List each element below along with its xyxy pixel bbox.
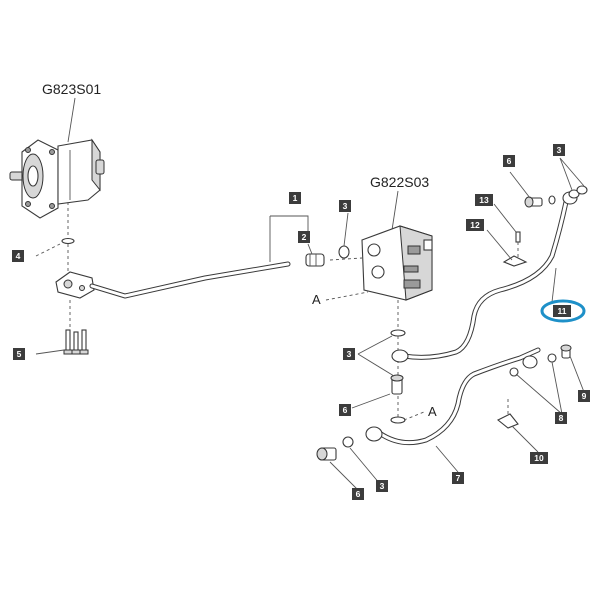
svg-text:6: 6: [356, 489, 361, 499]
pump-o-ring: [61, 237, 75, 245]
svg-text:3: 3: [557, 145, 562, 155]
svg-text:9: 9: [582, 391, 587, 401]
callout-13[interactable]: 13: [475, 194, 493, 206]
callout-7[interactable]: 7: [452, 472, 464, 484]
callout-9[interactable]: 9: [578, 390, 590, 402]
pressure-pipe-lower-fitting: [391, 349, 409, 363]
callout-12[interactable]: 12: [466, 219, 484, 231]
callout-3-valve-outlet[interactable]: 3: [343, 348, 355, 360]
svg-text:3: 3: [347, 349, 352, 359]
svg-text:6: 6: [343, 405, 348, 415]
item1-bracket: [269, 215, 309, 262]
valve-inlet-o-ring: [338, 245, 350, 259]
svg-text:7: 7: [456, 473, 461, 483]
lower-o-ring: [390, 416, 406, 424]
coupling-nut: [305, 253, 325, 267]
hydraulic-pump: [9, 138, 105, 219]
return-pipe-lower-fitting: [365, 426, 383, 442]
svg-text:4: 4: [16, 251, 21, 261]
callout-11[interactable]: 11: [553, 305, 571, 317]
svg-text:10: 10: [534, 453, 544, 463]
callout-4[interactable]: 4: [12, 250, 24, 262]
pipe-bracket: [496, 413, 519, 429]
svg-text:8: 8: [559, 413, 564, 423]
pump-port: [95, 159, 105, 175]
banjo-bolt-lower: [316, 447, 337, 461]
clamp-bolt: [515, 231, 521, 243]
svg-text:12: 12: [470, 220, 480, 230]
svg-text:3: 3: [380, 481, 385, 491]
callout-3-top-right[interactable]: 3: [553, 144, 565, 156]
callout-6-middle[interactable]: 6: [339, 404, 351, 416]
callout-8[interactable]: 8: [555, 412, 567, 424]
callout-3-lower[interactable]: 3: [376, 480, 388, 492]
valve-outlet-o-ring: [390, 329, 406, 337]
banjo-bolt-middle: [390, 374, 404, 395]
callout-5[interactable]: 5: [13, 348, 25, 360]
callout-6-lower[interactable]: 6: [352, 488, 364, 500]
callout-3-valve-inlet[interactable]: 3: [339, 200, 351, 212]
callout-1[interactable]: 1: [289, 192, 301, 204]
connection-marker-a-valve: A: [312, 292, 321, 307]
banjo-bolt-top: [524, 195, 556, 208]
connection-marker-a-pipe: A: [428, 404, 437, 419]
svg-text:5: 5: [17, 349, 22, 359]
control-valve: [361, 225, 433, 301]
svg-text:3: 3: [343, 201, 348, 211]
return-pipe: [375, 347, 541, 446]
callout-11-highlight-ring: [540, 299, 586, 323]
return-pipe-upper-fitting: [522, 355, 538, 369]
svg-text:6: 6: [507, 156, 512, 166]
callout-2[interactable]: 2: [298, 231, 310, 243]
valve-label-leader: [391, 190, 399, 231]
svg-text:13: 13: [479, 195, 489, 205]
suction-flange: [55, 271, 95, 299]
callout-6-top[interactable]: 6: [503, 155, 515, 167]
pipe-clamp: [502, 255, 528, 267]
pump-assembly-label: G823S01: [42, 81, 101, 97]
svg-text:2: 2: [302, 232, 307, 242]
mounting-bolts: [63, 329, 89, 355]
svg-text:1: 1: [293, 193, 298, 203]
svg-text:11: 11: [558, 306, 567, 316]
callout-10[interactable]: 10: [530, 452, 548, 464]
valve-assembly-label: G822S03: [370, 174, 429, 190]
union-bolt: [560, 344, 572, 359]
pump-label-leader: [67, 97, 76, 143]
